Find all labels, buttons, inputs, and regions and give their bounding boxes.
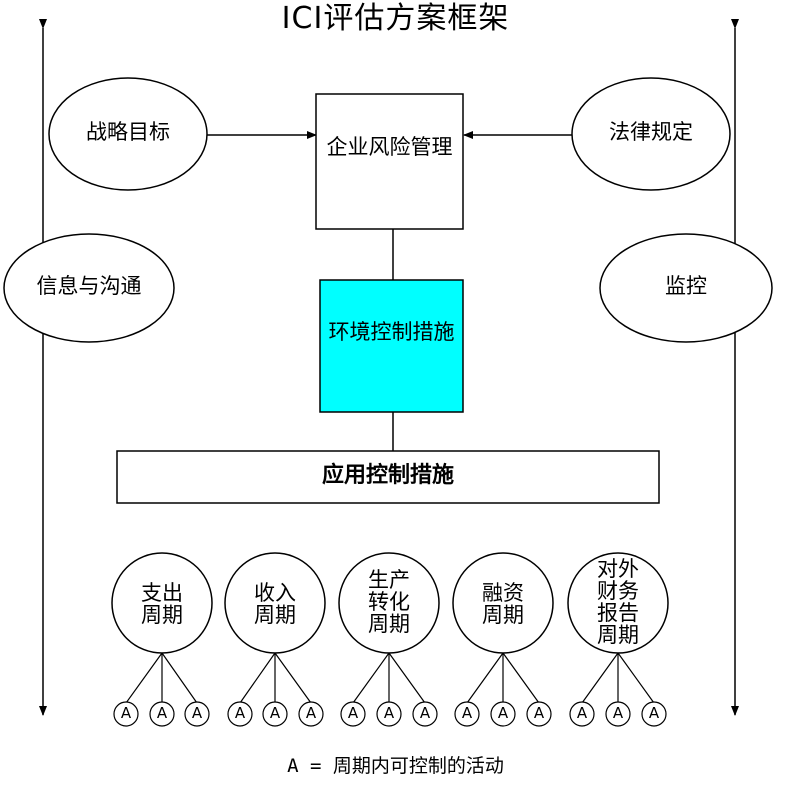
env-label: 环境控制措施 bbox=[328, 320, 455, 344]
activity-label: A bbox=[234, 704, 246, 722]
fan-lines-revenue bbox=[239, 652, 312, 704]
activity-label: A bbox=[120, 704, 132, 722]
strategy-label: 战略目标 bbox=[86, 120, 170, 144]
activity-label: A bbox=[156, 704, 168, 722]
app-label: 应用控制措施 bbox=[321, 463, 454, 488]
activity-label: A bbox=[419, 704, 431, 722]
fan-lines-production bbox=[352, 652, 426, 704]
fan-lines-expense bbox=[125, 652, 198, 704]
activity-label: A bbox=[533, 704, 545, 722]
fan-lines-reporting bbox=[581, 652, 655, 704]
cycle-label-reporting: 对外 财务 报告 周期 bbox=[597, 557, 639, 648]
activity-label: A bbox=[648, 704, 660, 722]
strategy-oval bbox=[48, 77, 208, 191]
activity-label: A bbox=[612, 704, 624, 722]
page-title: ICI评估方案框架 bbox=[281, 1, 510, 36]
activity-label: A bbox=[576, 704, 588, 722]
activity-label: A bbox=[347, 704, 359, 722]
legend-text: A = 周期内可控制的活动 bbox=[287, 755, 504, 777]
monitor-label: 监控 bbox=[665, 274, 707, 298]
activity-label: A bbox=[191, 704, 203, 722]
activity-label: A bbox=[383, 704, 395, 722]
erm-box bbox=[315, 93, 464, 230]
fan-lines-financing bbox=[466, 652, 540, 704]
activity-label: A bbox=[497, 704, 509, 722]
monitor-oval bbox=[599, 233, 773, 343]
activity-circles bbox=[113, 701, 667, 727]
cycle-label-production: 生产 转化 周期 bbox=[368, 568, 410, 637]
cycle-label-revenue: 收入 周期 bbox=[254, 581, 296, 628]
activity-label: A bbox=[305, 704, 317, 722]
activity-label: A bbox=[461, 704, 473, 722]
law-label: 法律规定 bbox=[609, 120, 693, 144]
app-box bbox=[116, 450, 660, 504]
law-oval bbox=[571, 77, 731, 191]
erm-label: 企业风险管理 bbox=[326, 135, 453, 159]
info-label: 信息与沟通 bbox=[36, 274, 142, 298]
cycle-label-financing: 融资 周期 bbox=[482, 581, 524, 628]
cycle-label-expense: 支出 周期 bbox=[141, 581, 183, 628]
env-box bbox=[319, 279, 464, 413]
info-oval bbox=[3, 233, 175, 343]
activity-label: A bbox=[269, 704, 281, 722]
